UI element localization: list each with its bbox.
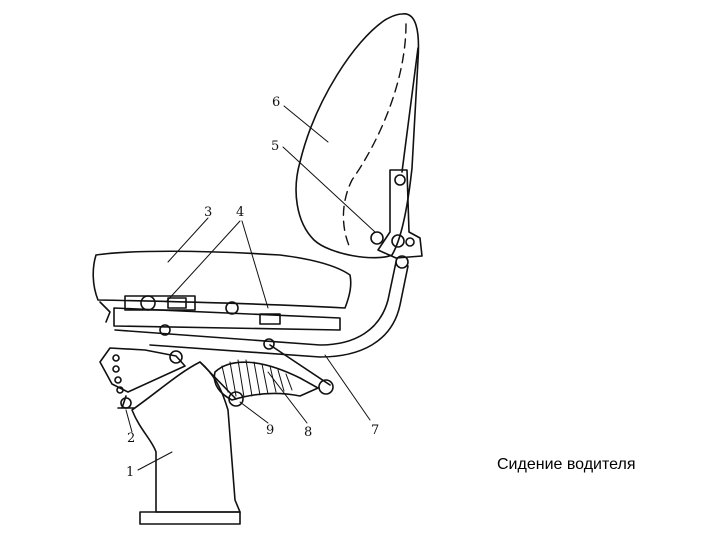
arm-hole-3 [114,376,122,384]
rail-bolt-mid [225,301,239,315]
seat-pan-front [99,301,111,323]
leader-3 [167,217,209,263]
leader-1 [137,451,173,471]
spring-hatch [221,359,293,398]
slide-rail-left [167,297,187,309]
leader-4a [165,220,241,303]
callout-1: 1 [126,465,134,480]
callout-6: 6 [272,95,280,110]
callout-4: 4 [236,205,244,220]
leader-2 [125,409,133,433]
slide-rail-right [259,313,281,325]
callout-8: 8 [304,425,312,440]
hinge-pin-left [370,231,384,245]
linkage-lever [269,344,331,386]
leader-5 [282,146,376,233]
arm-hole-4 [116,386,124,394]
seat-cushion [92,250,352,309]
adjust-handle-knob [120,397,132,409]
backrest-inner-dashed [342,23,407,249]
frame-tube-outer [114,261,397,346]
leader-4b [241,220,269,309]
figure-caption: Сидение водителя [497,456,636,473]
callout-7: 7 [371,423,379,438]
pivot-link [199,361,237,400]
callout-2: 2 [127,431,135,446]
leader-7 [324,354,371,421]
leader-6 [283,105,329,143]
backrest [295,13,420,259]
leader-9 [239,401,269,424]
hinge-pin-right [391,234,405,248]
backrest-bracket [377,169,423,259]
lever-pivot [318,379,334,395]
bracket-pin-upper [394,174,406,186]
pedestal [131,361,241,513]
mount-bolt-right [263,338,275,350]
arm-hole-1 [112,354,120,362]
adjuster-block [124,295,196,311]
arm-hole-2 [112,365,120,373]
adjuster-knob [140,295,156,311]
pedestal-pivot-top [169,350,183,364]
callout-5: 5 [271,139,279,154]
backrest-rear-rod [401,47,419,173]
callout-9: 9 [266,423,274,438]
hinge-pin-small [405,237,415,247]
mount-bolt-left [159,324,171,336]
callout-3: 3 [204,205,212,220]
leader-8 [267,371,308,424]
pedestal-base [139,511,241,525]
lower-pivot [228,391,244,407]
frame-tube-inner [149,265,409,358]
